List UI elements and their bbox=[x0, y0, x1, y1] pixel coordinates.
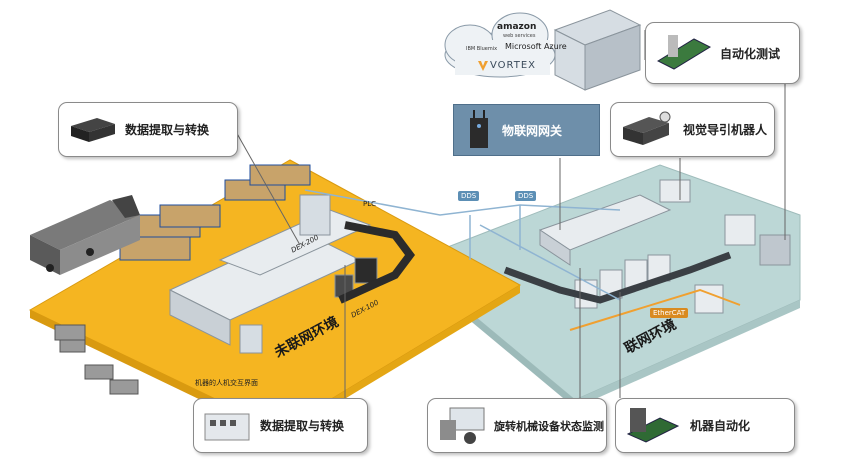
dds-tag-1: DDS bbox=[458, 191, 480, 201]
ethercat-tag: EtherCAT bbox=[650, 308, 689, 318]
carts bbox=[54, 324, 139, 395]
amazon-logo-text: amazon bbox=[497, 22, 537, 32]
callout-rotating-label: 旋转机械设备状态监测 bbox=[494, 419, 604, 433]
iot-gateway: 物联网网关 bbox=[453, 104, 600, 156]
dds-tag-2: DDS bbox=[515, 191, 537, 201]
hmi-label: 机器的人机交互界面 bbox=[195, 379, 258, 387]
io-module-icon bbox=[204, 413, 250, 440]
callout-machine-auto-label: 机器自动化 bbox=[690, 419, 751, 433]
automation-board-icon bbox=[626, 407, 680, 443]
gateway-device-icon bbox=[470, 110, 488, 148]
callout-vision-robot-label: 视觉导引机器人 bbox=[683, 123, 768, 137]
plc-label: PLC bbox=[363, 200, 377, 208]
iot-conveyor bbox=[503, 251, 732, 304]
truck bbox=[30, 195, 140, 275]
vortex-icon bbox=[478, 61, 488, 71]
monitoring-kit-icon bbox=[440, 407, 485, 444]
ibm-logo-text: IBM Bluemix bbox=[466, 46, 498, 52]
vortex-logo-text: VORTEX bbox=[490, 60, 537, 71]
conveyor-dark bbox=[338, 221, 415, 304]
callout-automated-testing: 自动化测试 bbox=[645, 22, 800, 84]
leader-lines bbox=[234, 30, 786, 398]
callout-data-extraction-top: 数据提取与转换 bbox=[58, 102, 238, 157]
callout-auto-test-label: 自动化测试 bbox=[720, 46, 781, 61]
callout-data-extraction-bottom: 数据提取与转换 bbox=[193, 398, 368, 453]
callout-rotating-machinery-monitoring: 旋转机械设备状态监测 bbox=[427, 398, 607, 453]
aws-logo-text: web services bbox=[503, 33, 536, 39]
production-line bbox=[168, 194, 378, 354]
azure-logo-text: Microsoft Azure bbox=[505, 42, 567, 51]
cloud-shape bbox=[444, 12, 556, 78]
server-room bbox=[553, 9, 642, 91]
test-card-icon bbox=[656, 35, 712, 70]
warehouse-racks bbox=[119, 164, 311, 261]
callout-machine-automation: 机器自动化 bbox=[615, 398, 795, 453]
callout-vision-guided-robot: 视觉导引机器人 bbox=[610, 102, 775, 157]
vision-controller-icon bbox=[623, 111, 671, 145]
gateway-label: 物联网网关 bbox=[502, 123, 563, 138]
callout-data-top-label: 数据提取与转换 bbox=[125, 123, 210, 137]
network-links bbox=[304, 189, 621, 301]
callout-data-bottom-label: 数据提取与转换 bbox=[260, 419, 345, 433]
embedded-pc-icon bbox=[71, 117, 115, 142]
ethercat-cable bbox=[569, 288, 741, 331]
